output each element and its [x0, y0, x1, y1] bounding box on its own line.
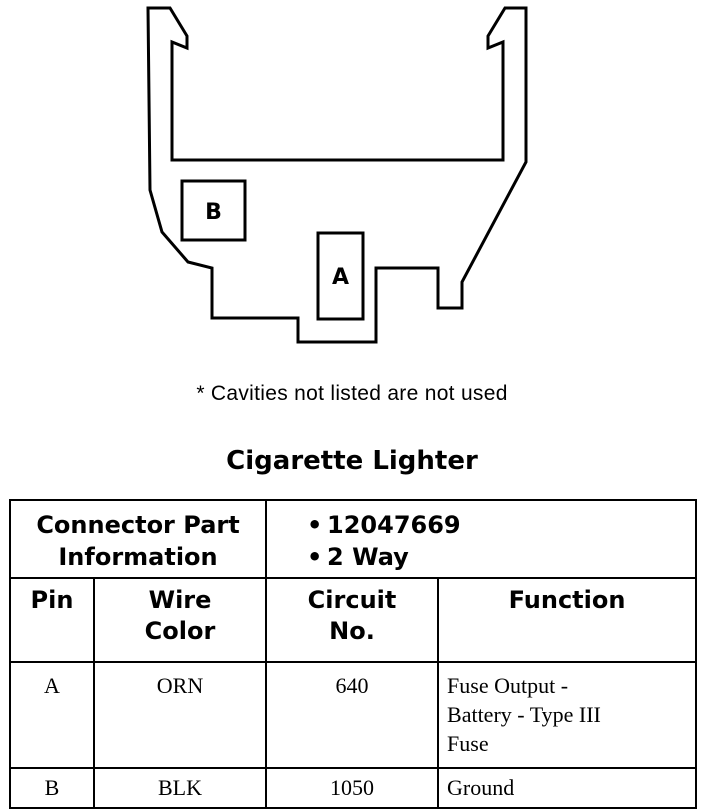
column-header-circuit: Circuit No. — [265, 577, 440, 663]
pin-cell: B — [9, 767, 95, 809]
table-row: B BLK 1050 Ground — [9, 767, 698, 809]
table-row: A ORN 640 Fuse Output - Battery - Type I… — [9, 661, 698, 769]
column-header-wire-color-line1: Wire — [148, 586, 212, 614]
connector-diagram: B A — [146, 6, 528, 344]
unused-cavities-note: * Cavities not listed are not used — [196, 382, 508, 405]
column-header-circuit-line2: No. — [329, 617, 375, 645]
function-line: Fuse — [447, 731, 489, 756]
function-cell: Fuse Output - Battery - Type III Fuse — [437, 661, 698, 769]
column-header-function-text: Function — [508, 586, 626, 614]
column-header-wire-color-line2: Color — [144, 617, 216, 645]
column-header-row: Pin Wire Color Circuit No. Function — [9, 577, 698, 663]
ways-line: •2 Way — [307, 541, 695, 573]
connector-info-label: Connector Part Information — [8, 499, 268, 579]
function-cell: Ground — [437, 767, 698, 809]
part-number-line: •12047669 — [307, 509, 695, 541]
cavity-a — [316, 231, 365, 321]
pin-cell: A — [9, 661, 95, 769]
page-title: Cigarette Lighter — [226, 446, 478, 476]
wire-color-cell: BLK — [92, 767, 268, 809]
info-label-line2: Information — [58, 543, 218, 571]
cavity-a-label: A — [332, 265, 349, 290]
function-line: Fuse Output - — [447, 673, 569, 698]
column-header-pin-text: Pin — [30, 586, 74, 614]
column-header-circuit-line1: Circuit — [307, 586, 397, 614]
part-number: 12047669 — [327, 511, 461, 539]
bullet-icon: • — [307, 543, 323, 571]
cavity-b-label: B — [205, 200, 222, 225]
function-line: Battery - Type III — [447, 702, 601, 727]
connector-outline — [146, 6, 528, 344]
info-label-line1: Connector Part — [36, 511, 240, 539]
connector-pin-table: Connector Part Information •12047669 •2 … — [8, 499, 698, 809]
bullet-icon: • — [307, 511, 323, 539]
connector-info-row: Connector Part Information •12047669 •2 … — [8, 499, 698, 579]
circuit-cell: 1050 — [265, 767, 440, 809]
column-header-wire-color: Wire Color — [92, 577, 268, 663]
cavity-b — [180, 179, 247, 242]
column-header-function: Function — [437, 577, 698, 663]
wire-color-cell: ORN — [92, 661, 268, 769]
function-line: Ground — [447, 775, 515, 800]
connector-info-values: •12047669 •2 Way — [265, 499, 698, 579]
column-header-pin: Pin — [9, 577, 95, 663]
ways-count: 2 Way — [327, 543, 409, 571]
circuit-cell: 640 — [265, 661, 440, 769]
